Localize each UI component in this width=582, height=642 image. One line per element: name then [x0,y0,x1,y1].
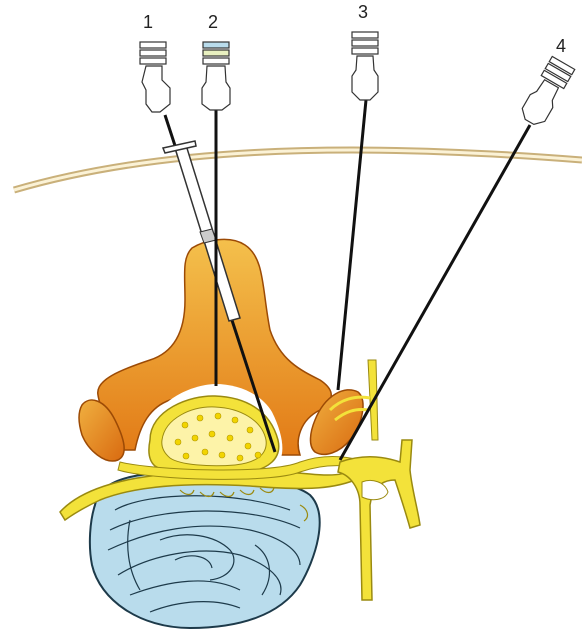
needle-label-4: 4 [556,36,566,56]
needle-hub-4 [518,56,575,128]
needle-hub-3 [352,32,378,100]
needle-label-3: 3 [358,2,368,22]
needle-3 [338,32,378,390]
needle-label-2: 2 [208,12,218,32]
exiting-nerve-root [338,440,420,600]
needle-hub-2 [202,42,230,110]
inset-panel [420,360,580,630]
dorsal-root-ganglion [362,480,388,499]
needle-label-1: 1 [143,12,153,32]
needle-hub-1 [140,42,170,112]
